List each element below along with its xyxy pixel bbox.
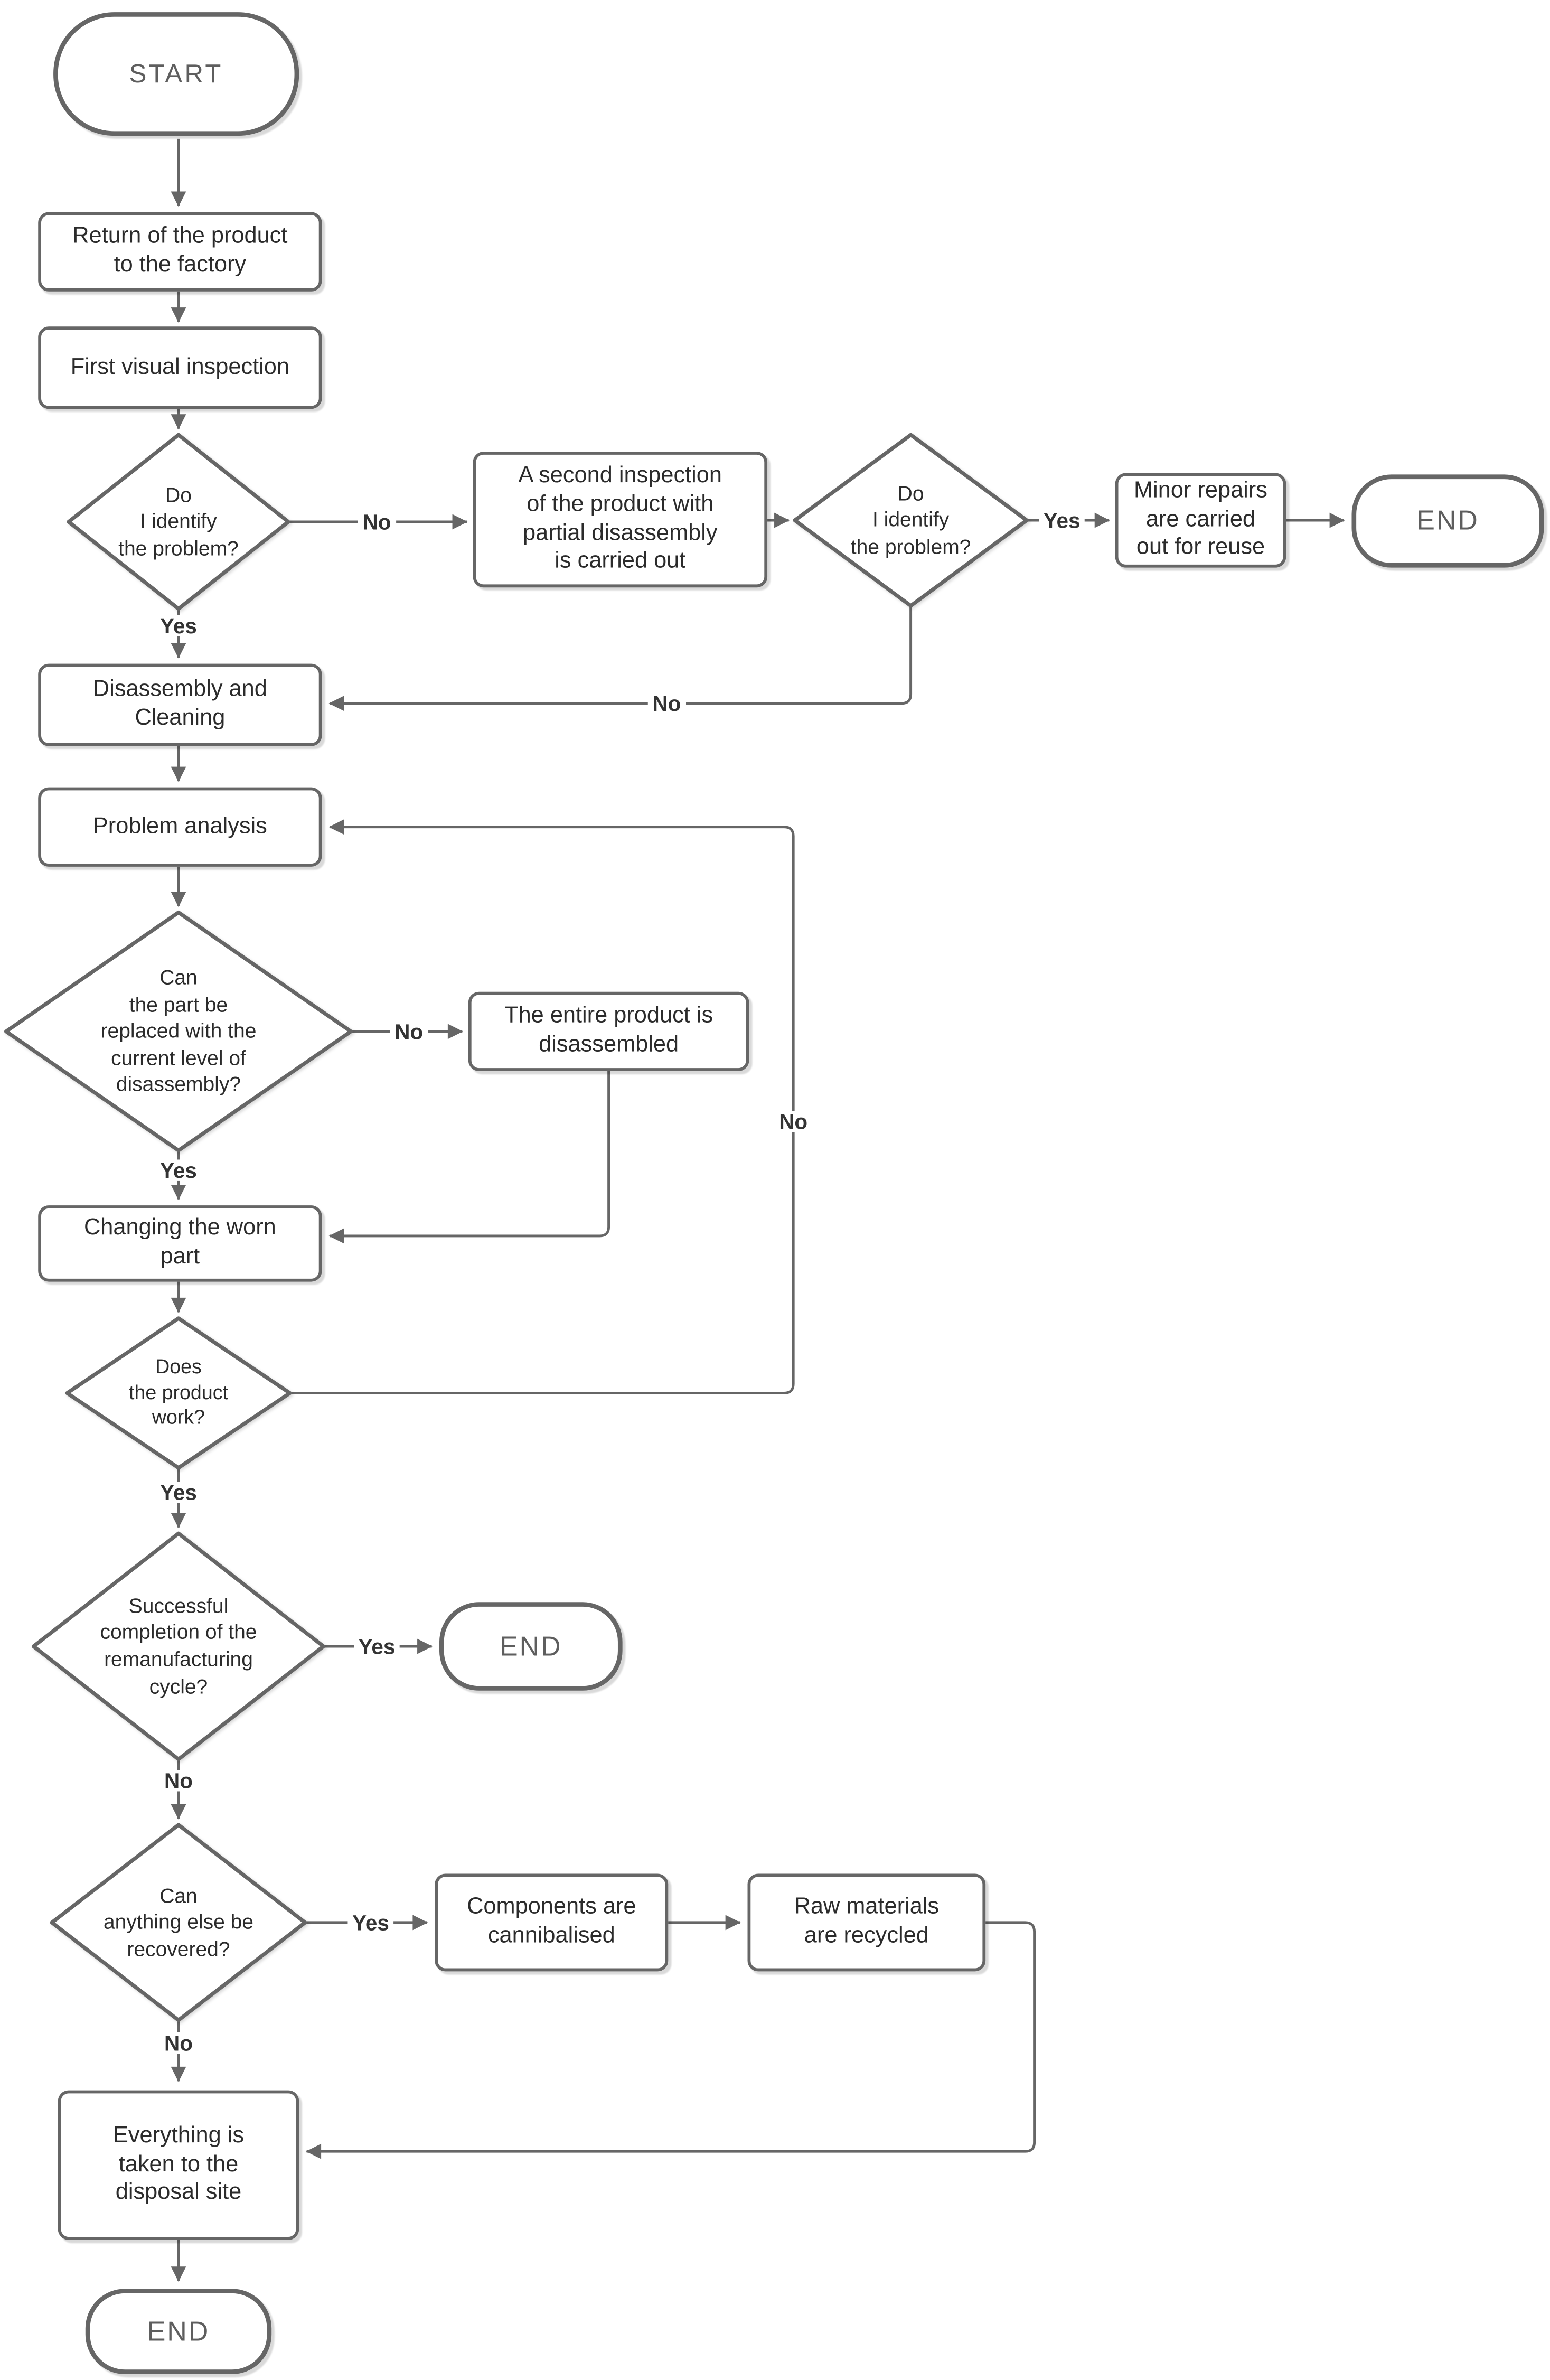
node-problem-analysis: Problem analysis [38,787,322,867]
node-changing-worn-part-label: Changing the worn part [83,1215,276,1270]
node-start: START [53,12,299,136]
node-end-3: END [85,2289,272,2374]
node-end-2: END [439,1602,623,1691]
node-first-visual-inspection-label: First visual inspection [70,353,289,380]
node-end-2-label: END [500,1631,562,1662]
node-disposal-site: Everything is taken to the disposal site [58,2090,299,2240]
node-return-of-product: Return of the product to the factory [38,212,322,292]
diamond-part-replaceable [4,910,353,1152]
edge-label-no-identify1: No [358,511,396,533]
diamond-identify-problem-1 [67,433,290,611]
node-second-inspection: A second inspection of the product with … [473,452,768,588]
node-end-1: END [1351,474,1544,568]
diamond-anything-recovered [50,1823,307,2022]
node-entire-product-disassembled-label: The entire product is disassembled [504,1002,713,1057]
node-disassembly-and-cleaning: Disassembly and Cleaning [38,663,322,746]
edge-label-no-anything-recovered: No [159,2032,198,2054]
node-second-inspection-label: A second inspection of the product with … [518,462,722,574]
diamond-successful-completion [31,1531,326,1761]
node-minor-repairs: Minor repairs are carried out for reuse [1115,473,1286,568]
edge-label-yes-successful-completion: Yes [353,1635,400,1657]
edge-entire-disassembled-to-changing-worn [328,1071,610,1244]
edge-label-no-identify2: No [647,692,686,714]
edge-identify2-no-to-disassembly [328,605,913,711]
node-disassembly-and-cleaning-label: Disassembly and Cleaning [92,676,267,731]
edge-label-yes-identify2: Yes [1039,509,1085,531]
diamond-product-works [65,1316,292,1470]
node-first-visual-inspection: First visual inspection [38,326,322,409]
edge-label-yes-anything-recovered: Yes [347,1912,394,1933]
edge-label-no-part-replaceable: No [390,1020,428,1043]
node-start-label: START [129,59,223,89]
edge-label-yes-part-replaceable: Yes [155,1159,202,1181]
node-components-cannibalised: Components are cannibalised [435,1873,669,1972]
edge-label-no-product-works: No [774,1111,812,1132]
node-components-cannibalised-label: Components are cannibalised [467,1894,636,1948]
edge-label-yes-product-works: Yes [155,1482,202,1503]
diamond-identify-problem-2 [793,433,1029,608]
node-return-of-product-label: Return of the product to the factory [72,223,288,278]
edge-raw-materials-to-disposal [306,1921,1036,2159]
edge-product-works-no-to-problem-analysis [289,819,795,1394]
node-raw-materials-recycled: Raw materials are recycled [747,1873,986,1972]
edge-label-yes-identify1: Yes [155,615,202,636]
node-disposal-site-label: Everything is taken to the disposal site [112,2122,245,2206]
node-changing-worn-part: Changing the worn part [38,1205,322,1282]
node-entire-product-disassembled: The entire product is disassembled [468,991,749,1071]
edge-label-no-successful-completion: No [159,1770,198,1792]
node-end-1-label: END [1416,505,1479,536]
node-problem-analysis-label: Problem analysis [92,812,267,839]
node-raw-materials-recycled-label: Raw materials are recycled [794,1894,940,1948]
node-minor-repairs-label: Minor repairs are carried out for reuse [1134,477,1267,561]
node-end-3-label: END [147,2316,210,2347]
